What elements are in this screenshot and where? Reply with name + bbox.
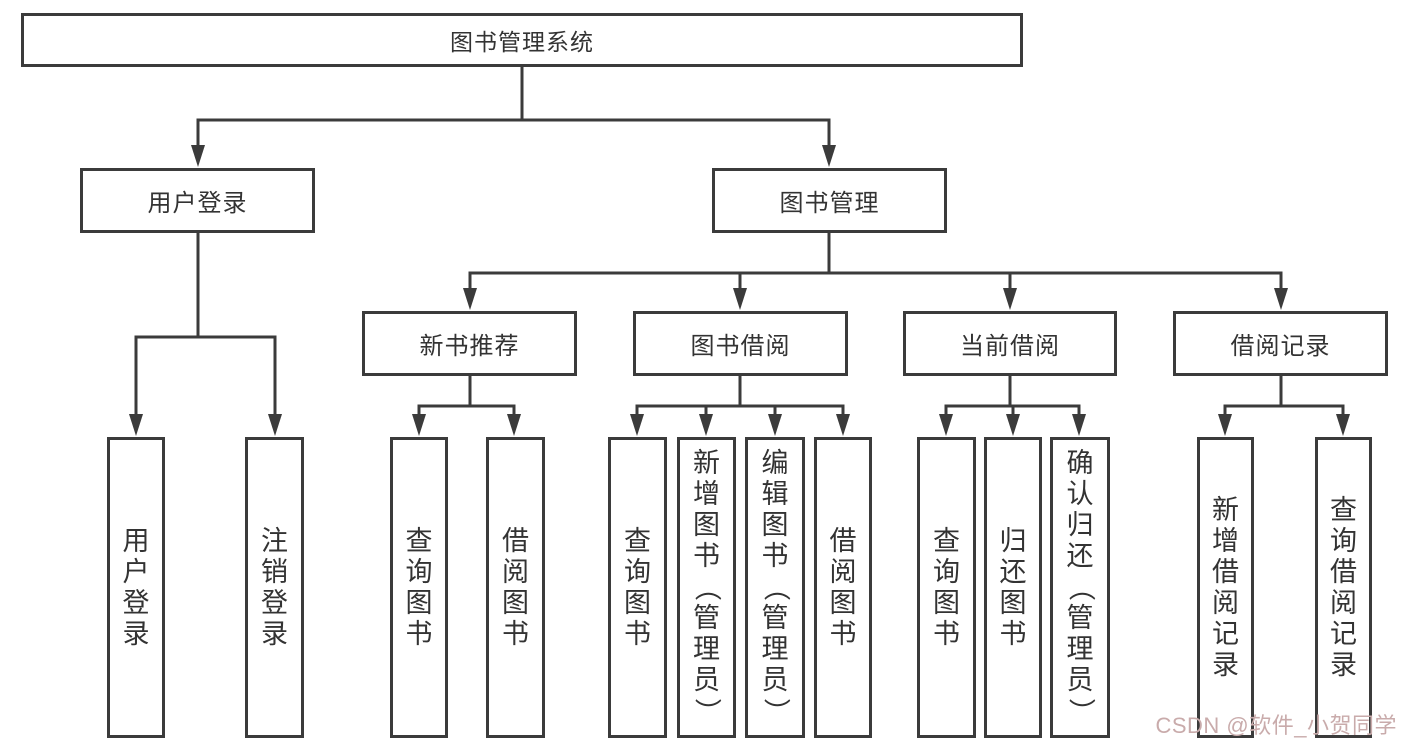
leaf-confirm-return-admin: 确认归还（管理员）	[1050, 437, 1110, 738]
node-root-system: 图书管理系统	[21, 13, 1023, 67]
leaf-add-books-admin: 新增图书（管理员）	[677, 437, 736, 738]
node-user-login: 用户登录	[80, 168, 315, 233]
leaf-add-borrow-record: 新增借阅记录	[1197, 437, 1254, 738]
leaf-borrow-books: 借阅图书	[814, 437, 872, 738]
arrowheads	[129, 145, 1350, 436]
leaf-query-books-recommend: 查询图书	[390, 437, 448, 738]
leaf-edit-books-admin: 编辑图书（管理员）	[745, 437, 805, 738]
node-borrow-records: 借阅记录	[1173, 311, 1388, 376]
leaf-user-login: 用户登录	[107, 437, 165, 738]
node-current-borrow: 当前借阅	[903, 311, 1117, 376]
leaf-borrow-books-recommend: 借阅图书	[486, 437, 545, 738]
leaf-logout: 注销登录	[245, 437, 304, 738]
node-new-book-recommend: 新书推荐	[362, 311, 577, 376]
leaf-query-books-borrow: 查询图书	[608, 437, 667, 738]
leaf-query-books-current: 查询图书	[917, 437, 976, 738]
node-book-borrow: 图书借阅	[633, 311, 848, 376]
node-book-management: 图书管理	[712, 168, 947, 233]
leaf-return-books: 归还图书	[984, 437, 1042, 738]
csdn-watermark: CSDN @软件_小贺同学	[1155, 713, 1397, 738]
leaf-query-borrow-record: 查询借阅记录	[1315, 437, 1372, 738]
